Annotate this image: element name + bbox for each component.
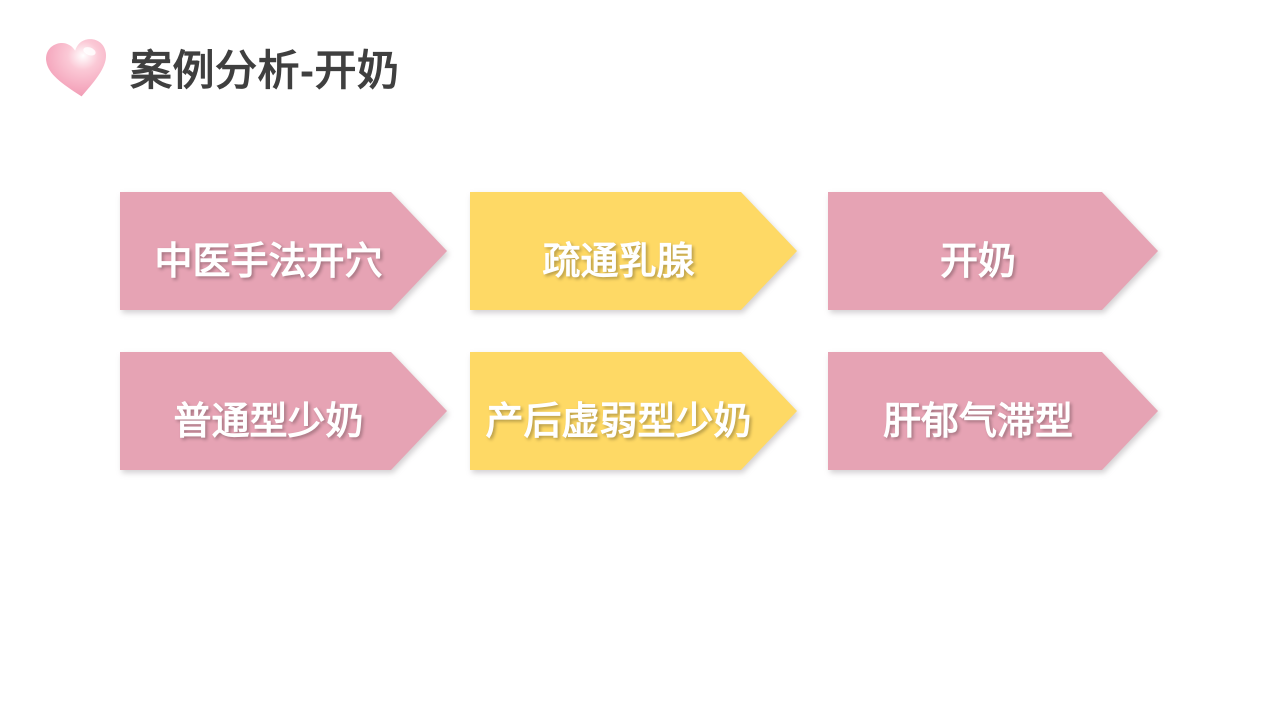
flow-arrow-r1c2: 疏通乳腺 [470,192,797,310]
flow-arrow-shape: 产后虚弱型少奶 [470,352,797,470]
flow-arrow-label: 中医手法开穴 [154,240,383,283]
flow-arrow-r1c1: 中医手法开穴 [120,192,447,310]
page-title: 案例分析-开奶 [130,46,400,94]
flow-arrow-shape: 肝郁气滞型 [828,352,1158,470]
slide-header: 案例分析-开奶 [46,38,400,104]
flow-arrow-r2c1: 普通型少奶 [120,352,447,470]
flow-arrow-shape: 开奶 [828,192,1158,310]
flow-arrow-label: 肝郁气滞型 [882,400,1073,443]
flow-arrow-label: 开奶 [939,240,1016,283]
flow-arrow-label: 产后虚弱型少奶 [485,400,752,443]
flow-arrow-label: 普通型少奶 [173,400,364,443]
heart-icon [42,34,115,108]
flow-arrow-r2c2: 产后虚弱型少奶 [470,352,797,470]
flow-arrow-r2c3: 肝郁气滞型 [828,352,1158,470]
flow-arrow-r1c3: 开奶 [828,192,1158,310]
flow-arrow-shape: 中医手法开穴 [120,192,447,310]
flow-arrow-label: 疏通乳腺 [542,240,695,283]
flow-arrow-shape: 普通型少奶 [120,352,447,470]
flow-arrow-shape: 疏通乳腺 [470,192,797,310]
